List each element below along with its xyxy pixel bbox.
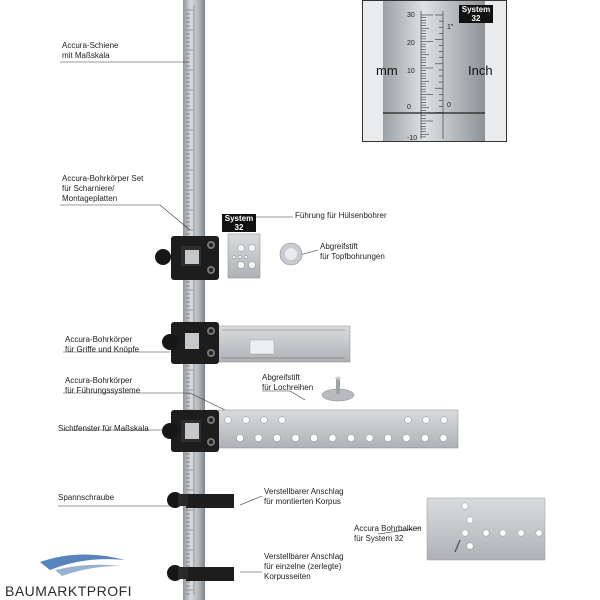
balken-hole: [466, 516, 474, 524]
balken-hole: [535, 529, 543, 537]
clamp-stop: [167, 492, 234, 508]
mm-label: mm: [376, 63, 398, 78]
inset-inch-tick-label: 0: [447, 102, 451, 109]
inset-mm-tick-label: 30: [407, 12, 415, 19]
lower-stop: [167, 565, 234, 581]
system32-badge: System 32: [222, 214, 256, 232]
lochreihe-pin: [321, 376, 355, 402]
balken-hole: [517, 529, 525, 537]
inset-mm-tick-label: 20: [407, 40, 415, 47]
inset-mm-tick-label: 0: [407, 104, 411, 111]
plate-hole: [328, 434, 337, 442]
inset-scale-graphic: [363, 1, 506, 141]
inch-label: Inch: [468, 63, 493, 78]
balken-hole: [466, 542, 474, 550]
plate-hole: [404, 416, 412, 424]
plate-hole: [273, 434, 281, 442]
plate-hole: [242, 416, 250, 424]
plate-hole: [310, 434, 318, 442]
balken-hole: [482, 529, 490, 537]
label-sichtfenster: Sichtfenster für Maßskala: [58, 424, 149, 433]
inset-mm-tick-label: 10: [407, 68, 415, 75]
bohrbalken-plate: [426, 497, 546, 561]
plate-hole: [422, 416, 430, 424]
guide-drill-body: [162, 409, 459, 452]
plate-hole: [365, 434, 374, 442]
plate-hole: [260, 416, 268, 424]
label-spannschraube: Spannschraube: [58, 493, 115, 502]
topf-pin: [279, 242, 303, 266]
inset-mm-tick-label: -10: [407, 135, 418, 142]
system32-badge-inset: System 32: [459, 5, 493, 23]
balken-hole: [499, 529, 507, 537]
watermark-text: BAUMARKTPROFI: [5, 583, 133, 599]
plate-hole: [384, 434, 392, 442]
plate-hole: [440, 416, 448, 424]
plate-hole: [402, 434, 411, 442]
watermark-swoosh: [40, 554, 125, 576]
plate-hole: [236, 434, 244, 442]
plate-hole: [347, 434, 355, 442]
scale-inset: mm Inch 30 20 10 0 -10 1" 0 System 32: [362, 0, 507, 142]
balken-hole: [461, 502, 469, 510]
handle-drill-body: [162, 322, 351, 364]
inset-inch-tick-label: 1": [447, 24, 454, 31]
plate-hole: [291, 434, 300, 442]
accura-rail: [183, 0, 205, 600]
label-fuehrung: Führung für Hülsenbohrer: [295, 211, 387, 220]
plate-hole: [278, 416, 286, 424]
balken-hole: [461, 529, 469, 537]
plate-hole: [421, 434, 429, 442]
plate-hole: [254, 434, 263, 442]
plate-hole: [224, 416, 232, 424]
plate-hole: [439, 434, 448, 442]
hinge-drill-body: [155, 233, 261, 280]
